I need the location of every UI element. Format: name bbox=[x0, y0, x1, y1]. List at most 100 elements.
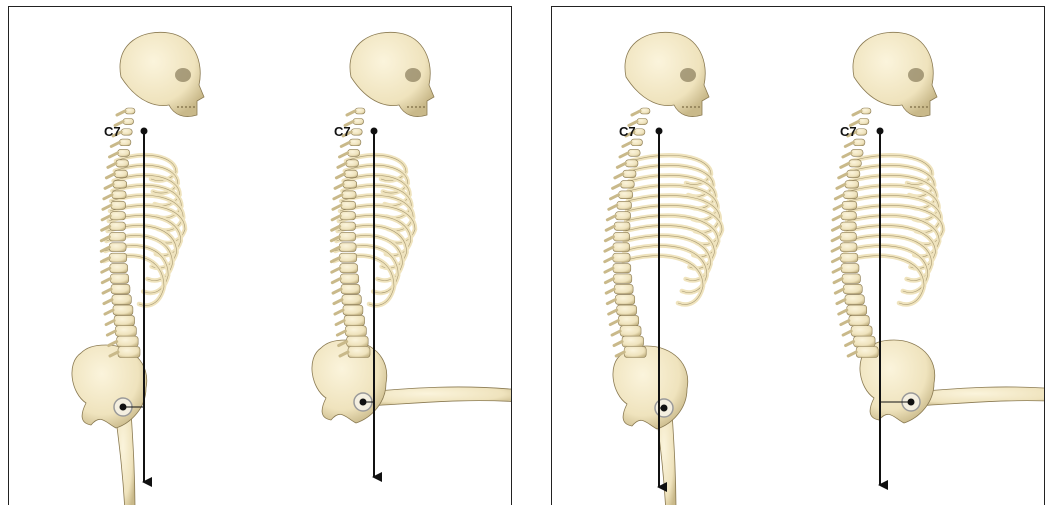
vertebra bbox=[624, 347, 646, 358]
vertebra bbox=[109, 232, 125, 241]
spinous-process bbox=[843, 153, 851, 157]
spinous-process bbox=[832, 237, 840, 241]
vertebra bbox=[346, 160, 359, 167]
vertebra bbox=[351, 129, 362, 135]
vertebra bbox=[619, 191, 633, 199]
vertebra bbox=[615, 212, 630, 220]
spinous-process bbox=[334, 195, 342, 199]
spinous-process bbox=[333, 289, 341, 293]
vertebra bbox=[119, 139, 131, 146]
vertebra bbox=[841, 264, 859, 273]
spinous-process bbox=[613, 184, 621, 188]
vertebra bbox=[341, 284, 360, 294]
vertebra bbox=[340, 264, 358, 273]
left-panel: C7 C7 bbox=[8, 6, 512, 505]
vertebra bbox=[116, 160, 129, 167]
vertebra bbox=[623, 170, 636, 177]
skull bbox=[625, 32, 709, 116]
spinous-process bbox=[832, 226, 840, 230]
c7-dot bbox=[877, 128, 884, 135]
vertebra bbox=[631, 139, 643, 146]
skull bbox=[853, 32, 937, 116]
vertebra bbox=[348, 347, 370, 358]
spinous-process bbox=[332, 268, 340, 272]
vertebra bbox=[842, 201, 857, 209]
vertebra bbox=[111, 201, 126, 209]
spinous-process bbox=[843, 331, 851, 335]
vertebra bbox=[613, 264, 631, 273]
spinous-process bbox=[832, 247, 840, 251]
vertebra bbox=[851, 149, 863, 156]
hip-center-dot bbox=[120, 404, 127, 411]
hip-center-dot bbox=[908, 399, 915, 406]
vertebra bbox=[845, 295, 864, 305]
vertebra bbox=[339, 232, 355, 241]
spinous-process bbox=[102, 279, 110, 283]
vertebra bbox=[118, 149, 130, 156]
vertebra bbox=[840, 222, 856, 230]
vertebra bbox=[110, 212, 125, 220]
spinous-process bbox=[837, 300, 845, 304]
spinous-process bbox=[102, 268, 110, 272]
hip-center-dot bbox=[661, 405, 668, 412]
spinous-process bbox=[617, 163, 625, 167]
vertebra bbox=[340, 274, 358, 283]
spinous-process bbox=[841, 163, 849, 167]
spinous-process bbox=[605, 237, 613, 241]
vertebra bbox=[121, 129, 132, 135]
spinous-process bbox=[606, 289, 614, 293]
spinous-process bbox=[845, 142, 853, 146]
vertebra bbox=[349, 139, 361, 146]
spinous-process bbox=[605, 258, 613, 262]
vertebra bbox=[847, 170, 860, 177]
skull bbox=[350, 32, 434, 116]
vertebra bbox=[856, 347, 878, 358]
vertebra bbox=[110, 222, 126, 230]
vertebra bbox=[344, 170, 357, 177]
spinous-process bbox=[111, 142, 119, 146]
eye-socket bbox=[908, 68, 924, 82]
vertebra bbox=[847, 305, 867, 315]
spinous-process bbox=[833, 216, 841, 220]
vertebra bbox=[617, 201, 632, 209]
spinous-process bbox=[832, 258, 840, 262]
right-panel-canvas: C7 C7 bbox=[552, 7, 1045, 505]
spinous-process bbox=[615, 174, 623, 178]
spinous-process bbox=[333, 205, 341, 209]
vertebra bbox=[849, 160, 862, 167]
spinous-process bbox=[834, 279, 842, 283]
vertebra bbox=[851, 326, 872, 337]
vertebra bbox=[858, 118, 869, 124]
vertebra bbox=[843, 284, 862, 294]
spinous-process bbox=[336, 174, 344, 178]
vertebra bbox=[840, 243, 857, 252]
vertebra bbox=[339, 253, 356, 262]
vertebra bbox=[842, 274, 860, 283]
eye-socket bbox=[405, 68, 421, 82]
skeleton-figure: C7 bbox=[832, 32, 1045, 485]
spinous-process bbox=[105, 310, 113, 314]
spinous-process bbox=[611, 195, 619, 199]
vertebra bbox=[113, 305, 133, 315]
spinous-process bbox=[338, 163, 346, 167]
spinous-process bbox=[606, 226, 614, 230]
vertebra bbox=[625, 160, 638, 167]
vertebra bbox=[342, 191, 356, 199]
spinous-process bbox=[107, 331, 115, 335]
spinous-process bbox=[835, 195, 843, 199]
vertebra bbox=[613, 274, 631, 283]
left-panel-canvas: C7 C7 bbox=[9, 7, 512, 505]
vertebra bbox=[615, 295, 634, 305]
skeleton-figure: C7 bbox=[72, 32, 204, 505]
vertebra bbox=[340, 212, 355, 220]
hip-center-dot bbox=[360, 399, 367, 406]
c7-label: C7 bbox=[619, 124, 636, 139]
spinous-process bbox=[632, 111, 640, 115]
c7-label: C7 bbox=[334, 124, 351, 139]
spinous-process bbox=[335, 184, 343, 188]
vertebra bbox=[339, 243, 356, 252]
vertebra bbox=[637, 118, 648, 124]
spinous-process bbox=[335, 310, 343, 314]
skeleton-figure: C7 bbox=[605, 32, 722, 505]
vertebra bbox=[853, 139, 865, 146]
